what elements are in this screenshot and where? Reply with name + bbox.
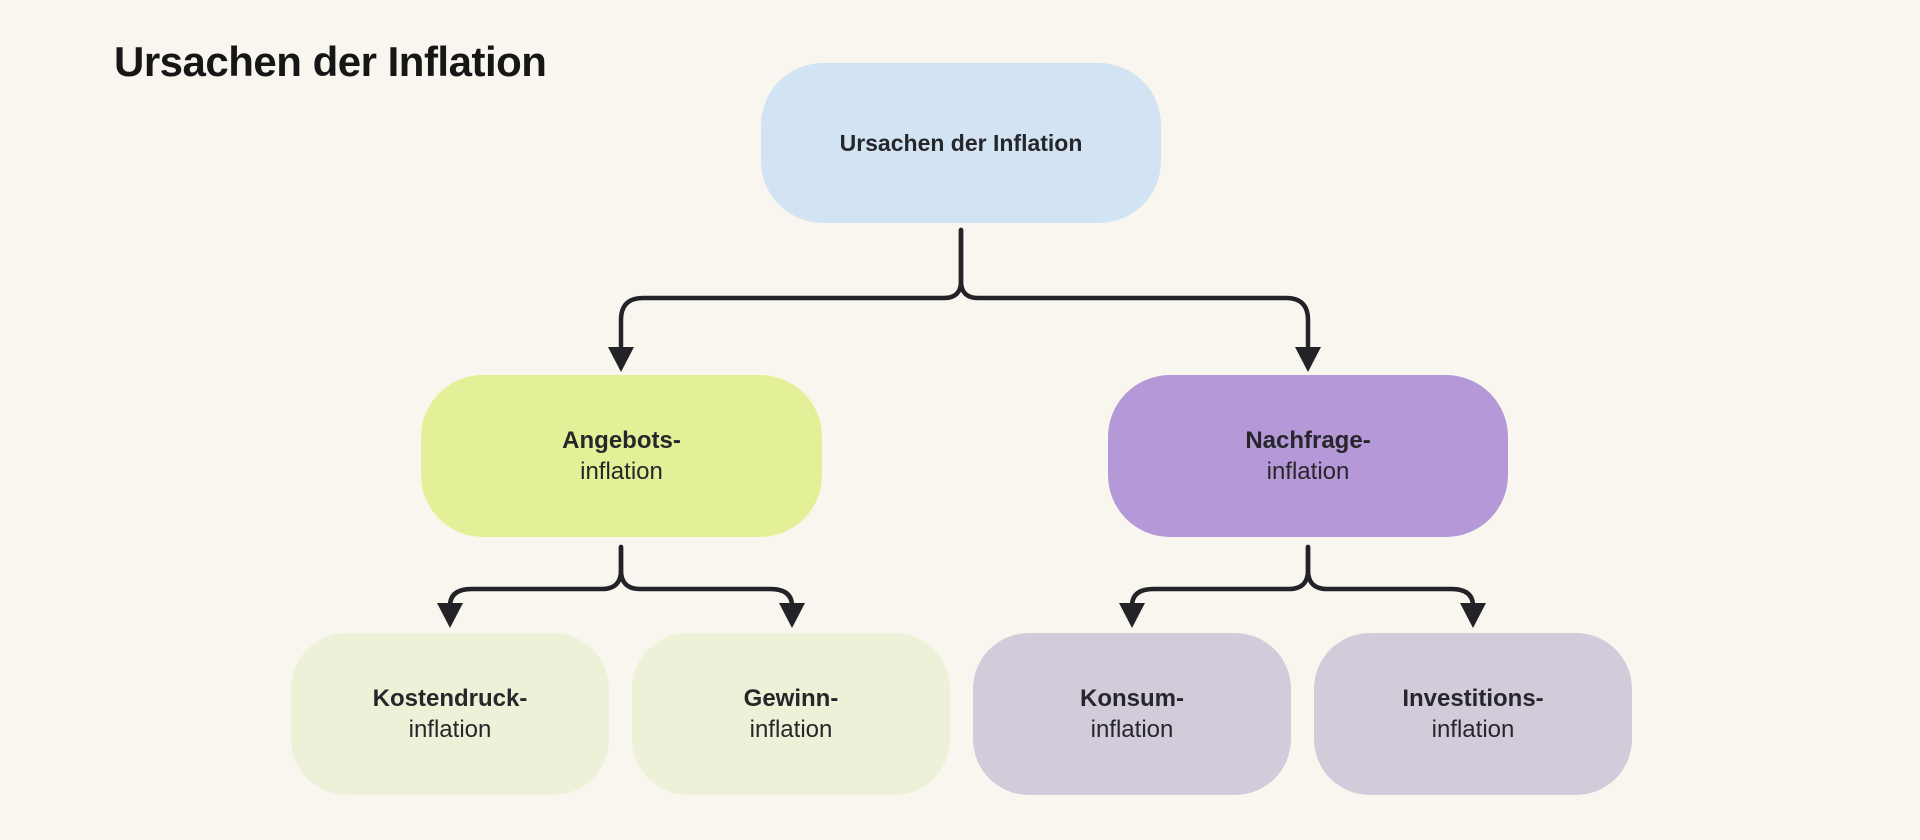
node-konsuminflation: Konsum- inflation [973, 633, 1291, 795]
connector-nachfrage-to-investitions [1305, 544, 1476, 609]
node-subtitle: inflation [1266, 458, 1350, 485]
node-angebotsinflation: Angebots- inflation [421, 375, 822, 537]
node-title: Angebots- [562, 427, 681, 454]
node-subtitle: inflation [408, 716, 492, 743]
page-title: Ursachen der Inflation [114, 38, 547, 85]
arrowhead-gewinn [779, 603, 805, 628]
node-nachfrageinflation: Nachfrage- inflation [1108, 375, 1508, 537]
arrowhead-kostendruck [437, 603, 463, 628]
node-subtitle: inflation [1090, 716, 1174, 743]
connector-root-to-nachfrage [958, 227, 1311, 349]
node-title: Kostendruck- [372, 685, 528, 712]
arrowhead-angebots [608, 347, 634, 372]
node-title: Konsum- [1080, 685, 1184, 712]
node-root-ursachen-der-inflation: Ursachen der Inflation [761, 63, 1161, 223]
node-subtitle: inflation [749, 716, 833, 743]
node-title: Gewinn- [743, 685, 839, 712]
arrowhead-konsum [1119, 603, 1145, 628]
node-title: Investitions- [1402, 685, 1544, 712]
node-label: Ursachen der Inflation [839, 129, 1083, 156]
node-investitionsinflation: Investitions- inflation [1314, 633, 1632, 795]
node-gewinninflation: Gewinn- inflation [632, 633, 950, 795]
node-subtitle: inflation [1431, 716, 1515, 743]
connector-nachfrage-to-konsum [1129, 544, 1311, 609]
arrowhead-nachfrage [1295, 347, 1321, 372]
node-title: Nachfrage- [1245, 427, 1371, 454]
connector-angebots-to-kostendruck [447, 544, 624, 609]
connector-root-to-angebots [618, 227, 964, 349]
connector-angebots-to-gewinn [618, 544, 795, 609]
node-subtitle: inflation [580, 458, 663, 485]
arrowhead-investitions [1460, 603, 1486, 628]
node-kostendruckinflation: Kostendruck- inflation [291, 633, 609, 795]
